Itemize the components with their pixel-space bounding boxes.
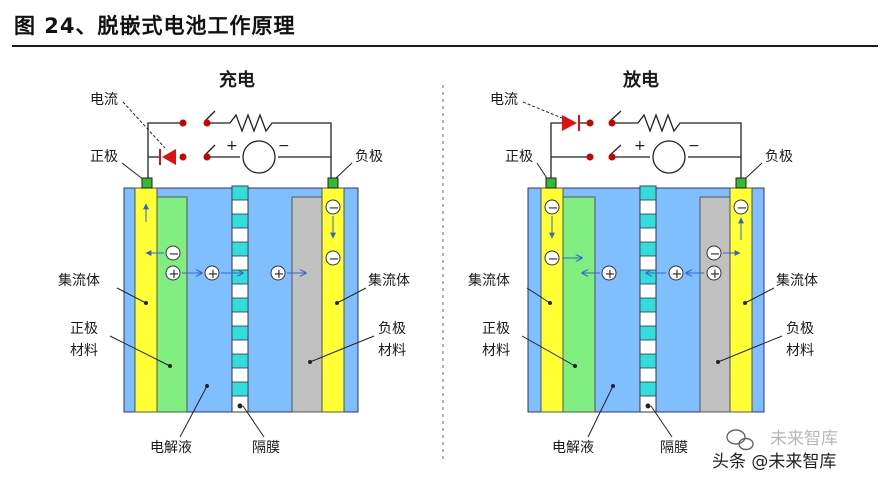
charge-left-collector-label: 集流体 [58,272,100,289]
svg-text:+: + [672,267,683,282]
discharge-positive-material-label-1: 正极 [482,321,510,337]
charge-power-source-icon: + − [226,138,290,174]
charge-positive-terminal-label: 正极 [90,149,118,165]
discharge-negative-terminal-label: 负极 [765,149,793,165]
charge-negative-material-label-2: 材料 [378,343,406,359]
discharge-negative-terminal [735,177,747,189]
figure-title: 图 24、脱嵌式电池工作原理 [14,14,296,38]
svg-text:−: − [278,138,290,154]
svg-text:+: + [274,267,285,282]
watermark-faint: 未来智库 [770,429,838,449]
discharge-separator-label: 隔膜 [660,440,688,456]
charge-heading: 充电 [219,69,255,91]
charge-positive-material-label-1: 正极 [70,321,98,337]
charge-negative-material-label-1: 负极 [378,321,406,337]
svg-text:−: − [548,252,559,267]
discharge-heading: 放电 [622,69,659,91]
discharge-circuit [550,110,742,183]
discharge-particles: − − + + + − − [544,199,749,282]
charge-positive-terminal [141,177,153,189]
charge-positive-material [156,196,188,413]
discharge-negative-material-label-1: 负极 [786,321,814,337]
discharge-separator [639,185,657,413]
charge-current-label: 电流 [90,92,118,108]
charge-switch-dots [179,119,211,161]
discharge-positive-material [562,196,596,413]
charge-electrolyte-label: 电解液 [150,440,192,456]
svg-text:+: + [226,138,238,154]
discharge-negative-material [699,196,731,413]
discharge-negative-material-label-2: 材料 [786,343,814,359]
charge-panel: 充电 + − 电流 正极 [58,69,410,456]
discharge-current-label: 电流 [490,92,518,108]
wechat-icon [726,429,754,451]
svg-text:−: − [710,247,721,262]
discharge-positive-terminal [545,177,557,189]
discharge-positive-material-label-2: 材料 [482,343,510,359]
charge-negative-terminal [327,177,339,189]
watermark-main: 头条 @未来智库 [712,452,836,472]
svg-text:+: + [169,267,180,282]
svg-text:−: − [548,201,559,216]
svg-text:+: + [605,267,616,282]
discharge-panel: 放电 + − 电流 正极 负极 [468,69,818,456]
charge-circuit [147,110,332,183]
svg-text:−: − [169,247,180,262]
svg-text:−: − [329,252,340,267]
charge-negative-terminal-label: 负极 [355,149,383,165]
svg-text:−: − [688,138,700,154]
discharge-positive-terminal-label: 正极 [505,149,533,165]
charge-negative-material [291,196,323,413]
charge-particles: − + + + − − [143,199,341,282]
discharge-load-icon: + − [634,138,700,174]
discharge-switch-dots [586,119,616,161]
svg-text:−: − [329,201,340,216]
discharge-electrolyte-label: 电解液 [552,440,594,456]
discharge-right-collector-label: 集流体 [776,272,818,289]
charge-positive-material-label-2: 材料 [70,343,98,359]
charge-separator-label: 隔膜 [252,440,280,456]
discharge-left-collector-label: 集流体 [468,272,510,289]
svg-text:+: + [208,267,219,282]
charge-right-collector-label: 集流体 [368,272,410,289]
svg-text:+: + [634,138,646,154]
charge-diode-icon [159,149,176,165]
discharge-diode-icon [562,115,580,131]
watermark: 未来智库 头条 @未来智库 [712,429,838,472]
svg-text:+: + [710,267,721,282]
svg-text:−: − [737,201,748,216]
title-rule [12,45,878,47]
charge-separator [231,185,249,413]
